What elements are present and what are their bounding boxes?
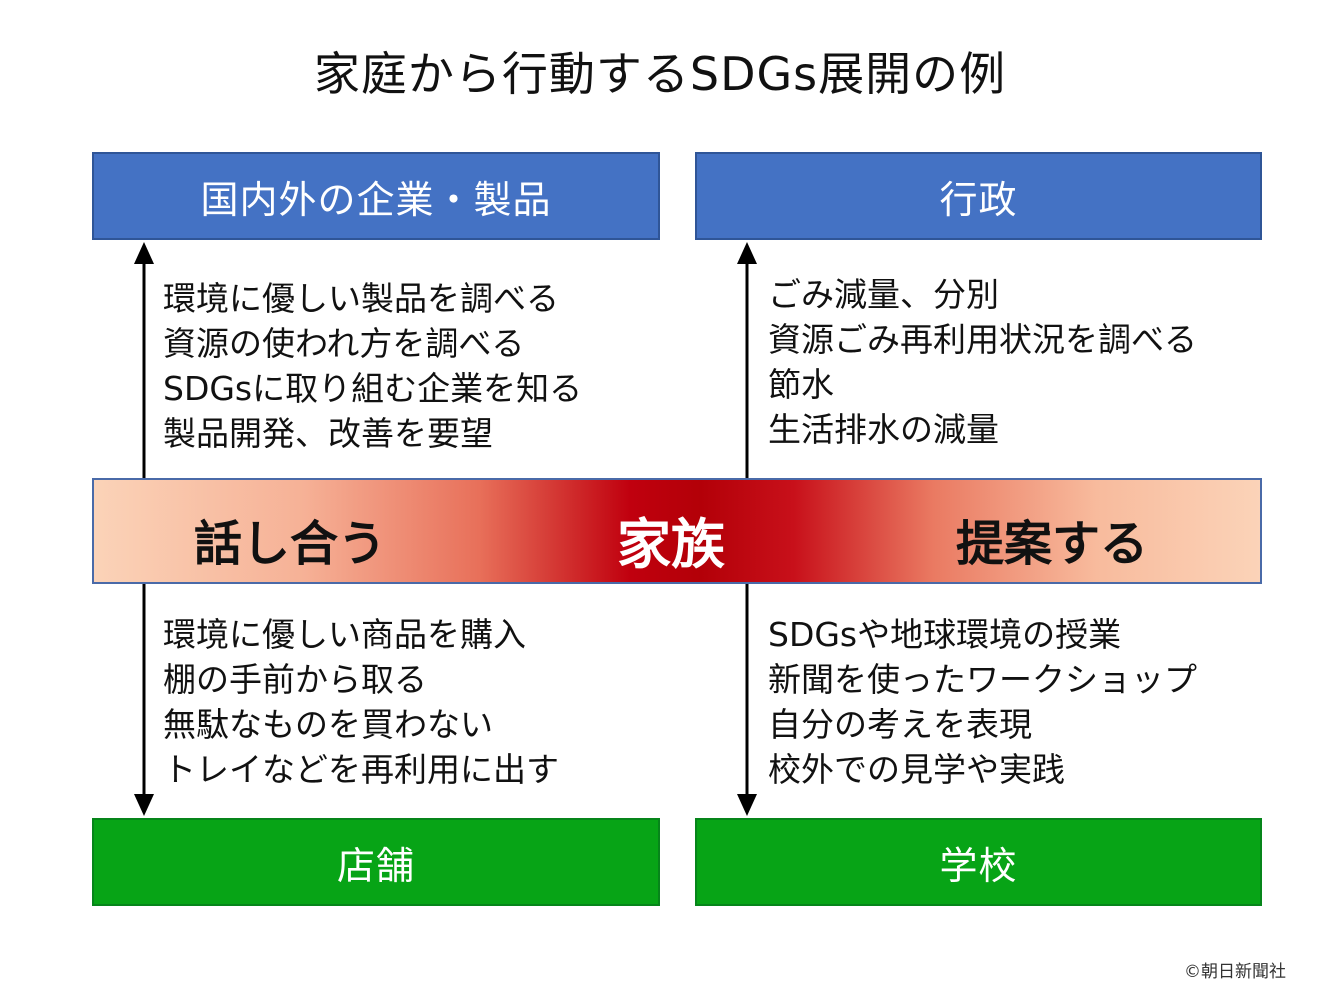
list-item: 生活排水の減量 bbox=[768, 410, 999, 449]
discuss-label: 話し合う bbox=[194, 516, 387, 572]
list-item: トレイなどを再利用に出す bbox=[163, 750, 559, 789]
list-item: 新聞を使ったワークショップ bbox=[768, 660, 1197, 699]
list-item: 節水 bbox=[768, 365, 834, 404]
right-up-arrow bbox=[737, 242, 757, 478]
list-item: 無駄なものを買わない bbox=[163, 705, 493, 744]
list-item: 製品開発、改善を要望 bbox=[163, 414, 493, 453]
diagram-title: 家庭から行動するSDGs展開の例 bbox=[313, 47, 1007, 101]
list-item: 資源の使われ方を調べる bbox=[163, 324, 525, 363]
store-box: 店舗 bbox=[92, 818, 660, 906]
school-box: 学校 bbox=[695, 818, 1262, 906]
list-item: 自分の考えを表現 bbox=[768, 705, 1032, 744]
school-actions-list: SDGsや地球環境の授業 新聞を使ったワークショップ 自分の考えを表現 校外での… bbox=[768, 612, 1197, 792]
companies-actions-list: 環境に優しい製品を調べる 資源の使われ方を調べる SDGsに取り組む企業を知る … bbox=[163, 276, 582, 456]
family-band: 話し合う 家族 提案する bbox=[92, 478, 1262, 584]
store-actions-list: 環境に優しい商品を購入 棚の手前から取る 無駄なものを買わない トレイなどを再利… bbox=[163, 612, 559, 792]
copyright-credit: ©朝日新聞社 bbox=[1184, 962, 1286, 982]
right-down-arrow bbox=[737, 584, 757, 816]
family-label: 家族 bbox=[617, 513, 725, 576]
companies-products-box: 国内外の企業・製品 bbox=[92, 152, 660, 240]
government-box: 行政 bbox=[695, 152, 1262, 240]
left-up-arrow bbox=[134, 242, 154, 478]
list-item: SDGsや地球環境の授業 bbox=[768, 615, 1122, 654]
list-item: 資源ごみ再利用状況を調べる bbox=[768, 320, 1197, 359]
government-actions-list: ごみ減量、分別 資源ごみ再利用状況を調べる 節水 生活排水の減量 bbox=[768, 272, 1197, 452]
list-item: ごみ減量、分別 bbox=[768, 275, 999, 314]
left-down-arrow bbox=[134, 584, 154, 816]
list-item: SDGsに取り組む企業を知る bbox=[163, 369, 583, 408]
propose-label: 提案する bbox=[956, 516, 1149, 572]
list-item: 環境に優しい製品を調べる bbox=[163, 279, 559, 318]
list-item: 環境に優しい商品を購入 bbox=[163, 615, 526, 654]
list-item: 棚の手前から取る bbox=[163, 660, 427, 699]
list-item: 校外での見学や実践 bbox=[768, 750, 1065, 789]
